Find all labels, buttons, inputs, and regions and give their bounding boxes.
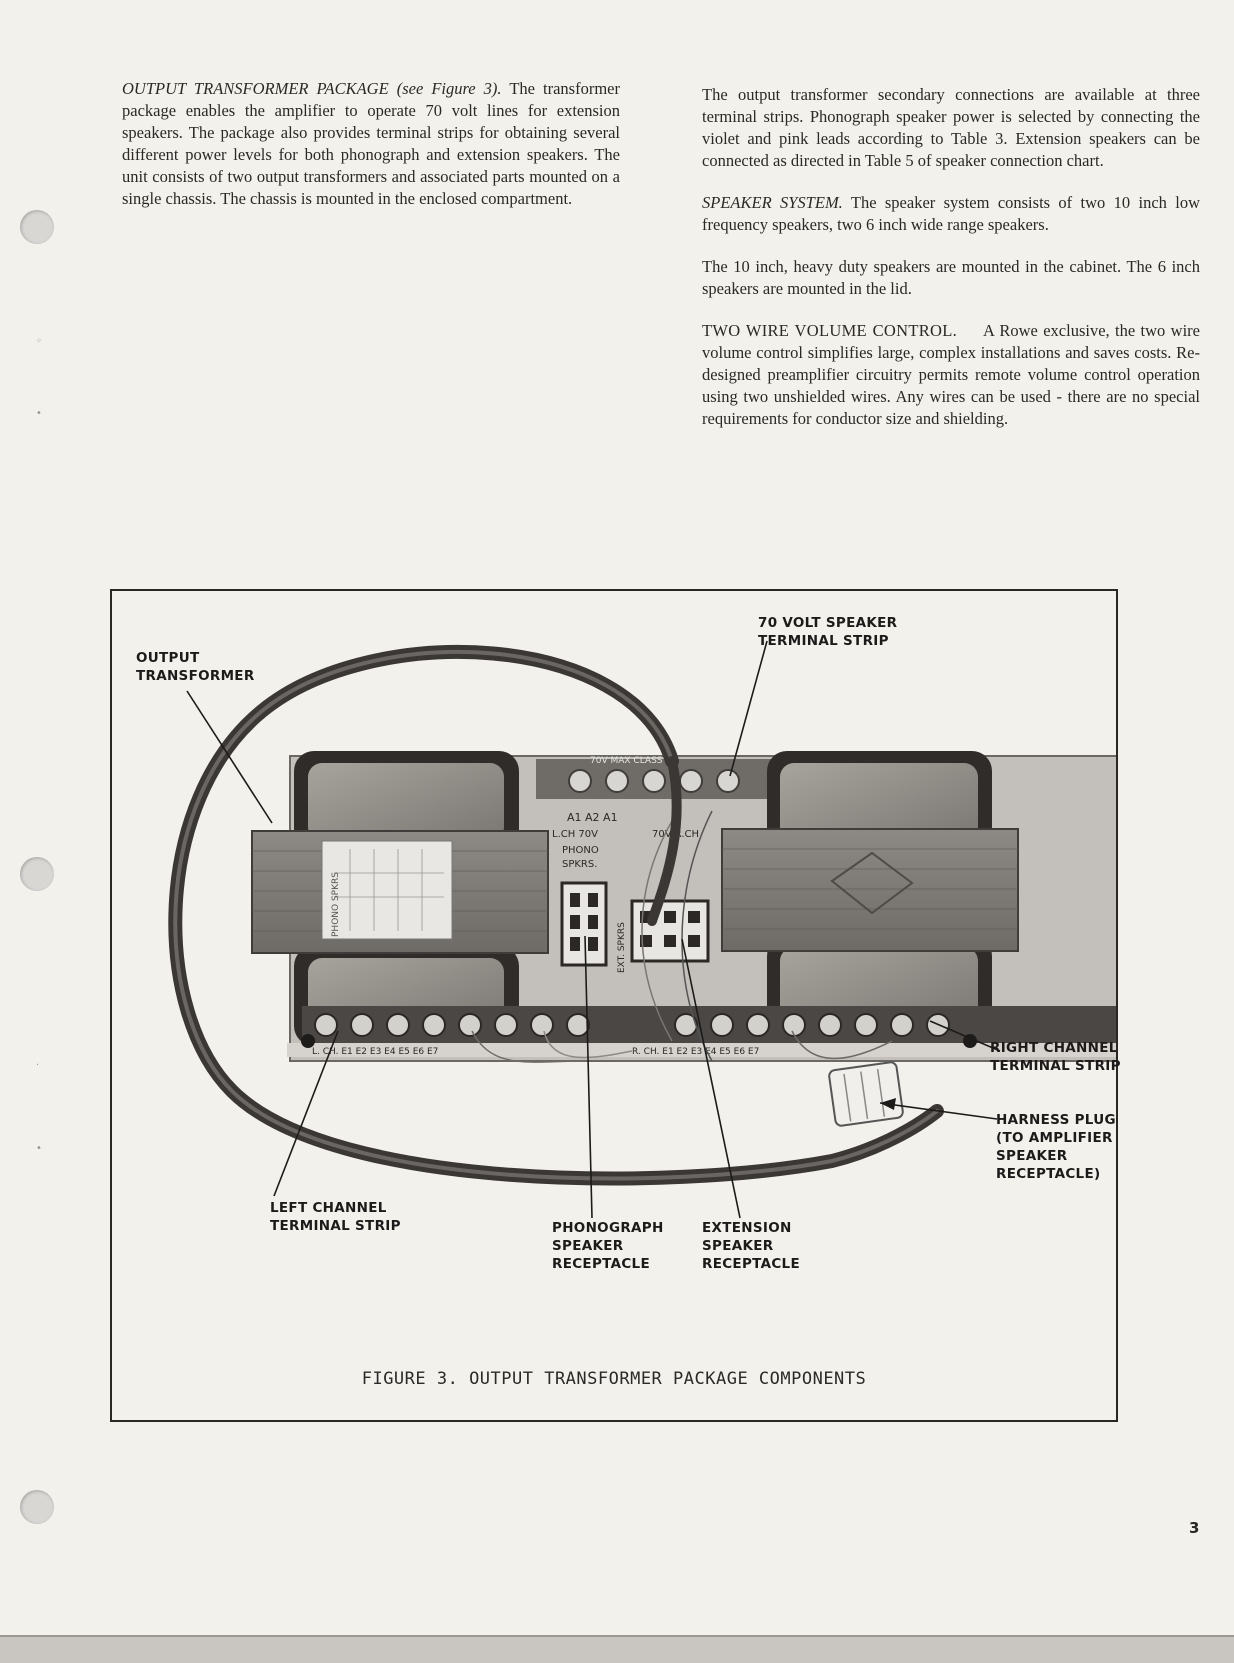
scan-speck: · [36, 1060, 40, 1071]
leader-left-channel [273, 1030, 339, 1197]
top-strip-label: 70V MAX CLASS II [590, 756, 671, 766]
phono-receptacle [560, 881, 608, 967]
section-lead: OUTPUT TRANSFORMER PACKAGE (see Figure 3… [122, 79, 502, 98]
callout-70v-terminal-strip: 70 VOLT SPEAKER TERMINAL STRIP [758, 615, 898, 649]
phono-spkrs-sticker [321, 840, 453, 940]
secondary-connections-paragraph: The output transformer secondary connect… [702, 85, 1200, 170]
terminal-screw [642, 769, 666, 793]
callout-phono-receptacle: PHONOGRAPH SPEAKER RECEPTACLE [552, 1220, 664, 1272]
scan-speck: • [36, 408, 42, 419]
page-number: 3 [1189, 1519, 1200, 1537]
scan-speck: • [36, 1143, 42, 1154]
callout-extension-receptacle: EXTENSION SPEAKER RECEPTACLE [702, 1220, 800, 1272]
section-body: A Rowe exclusive, the two wire volume co… [702, 321, 1200, 428]
terminal-screw [679, 769, 703, 793]
right-strip-labels: R. CH. E1 E2 E3 E4 E5 E6 E7 [632, 1047, 759, 1057]
binder-hole-top [20, 210, 54, 244]
board-phono-label: SPKRS. [562, 859, 597, 870]
leader-output-transformer [186, 690, 273, 824]
board-phono-label: PHONO [562, 845, 599, 856]
board-header: A1 A2 A1 [567, 811, 618, 824]
right-column: The output transformer secondary connect… [702, 84, 1200, 450]
volume-control-paragraph: TWO WIRE VOLUME CONTROL. A Rowe exclusiv… [702, 320, 1200, 430]
left-transformer: PHONO SPKRS [251, 751, 549, 1046]
scan-edge [0, 1637, 1234, 1663]
speaker-system-paragraph: SPEAKER SYSTEM. The speaker system consi… [702, 192, 1200, 236]
terminal-screw [716, 769, 740, 793]
figure-caption: FIGURE 3. OUTPUT TRANSFORMER PACKAGE COM… [361, 1369, 867, 1389]
terminal-screw [605, 769, 629, 793]
left-strip-labels: L. CH. E1 E2 E3 E4 E5 E6 E7 [312, 1047, 438, 1057]
callout-output-transformer: OUTPUT TRANSFORMER [136, 650, 255, 684]
leader-70v-strip [729, 640, 768, 777]
section-body: The speaker system consists of two 10 in… [702, 193, 1201, 234]
section-lead: SPEAKER SYSTEM. [702, 193, 843, 212]
sticker-label: PHONO SPKRS [331, 872, 341, 937]
callout-right-channel: RIGHT CHANNEL TERMINAL STRIP [990, 1040, 1121, 1074]
leader-extension-receptacle [681, 938, 741, 1219]
harness-plug [828, 1061, 904, 1127]
leader-phono-receptacle [584, 935, 593, 1219]
leader-harness-plug [879, 1102, 998, 1120]
binder-hole-middle [20, 857, 54, 891]
scan-speck: ◦ [36, 336, 42, 347]
scan-edge-line [0, 1635, 1234, 1637]
transformer-package-photo: 70V MAX CLASS II PHONO SPKRS [168, 640, 1116, 1219]
left-column: OUTPUT TRANSFORMER PACKAGE (see Figure 3… [122, 78, 620, 210]
output-transformer-package-paragraph: OUTPUT TRANSFORMER PACKAGE (see Figure 3… [122, 78, 620, 210]
binder-hole-bottom [20, 1490, 54, 1524]
board-ext-label: EXT. SPKRS [617, 922, 627, 973]
section-lead: TWO WIRE VOLUME CONTROL. [702, 321, 958, 340]
leader-right-channel [929, 1020, 1001, 1052]
terminal-screw [568, 769, 592, 793]
callout-left-channel: LEFT CHANNEL TERMINAL STRIP [270, 1200, 401, 1234]
board-l-ch-label: L.CH 70V [552, 829, 598, 840]
speaker-mounting-paragraph: The 10 inch, heavy duty speakers are mou… [702, 257, 1200, 298]
callout-harness-plug: HARNESS PLUG (TO AMPLIFIER SPEAKER RECEP… [996, 1112, 1116, 1182]
figure-frame: 70V MAX CLASS II PHONO SPKRS [110, 589, 1121, 1422]
section-body: The transformer package enables the ampl… [122, 79, 620, 208]
right-core [721, 828, 1019, 952]
